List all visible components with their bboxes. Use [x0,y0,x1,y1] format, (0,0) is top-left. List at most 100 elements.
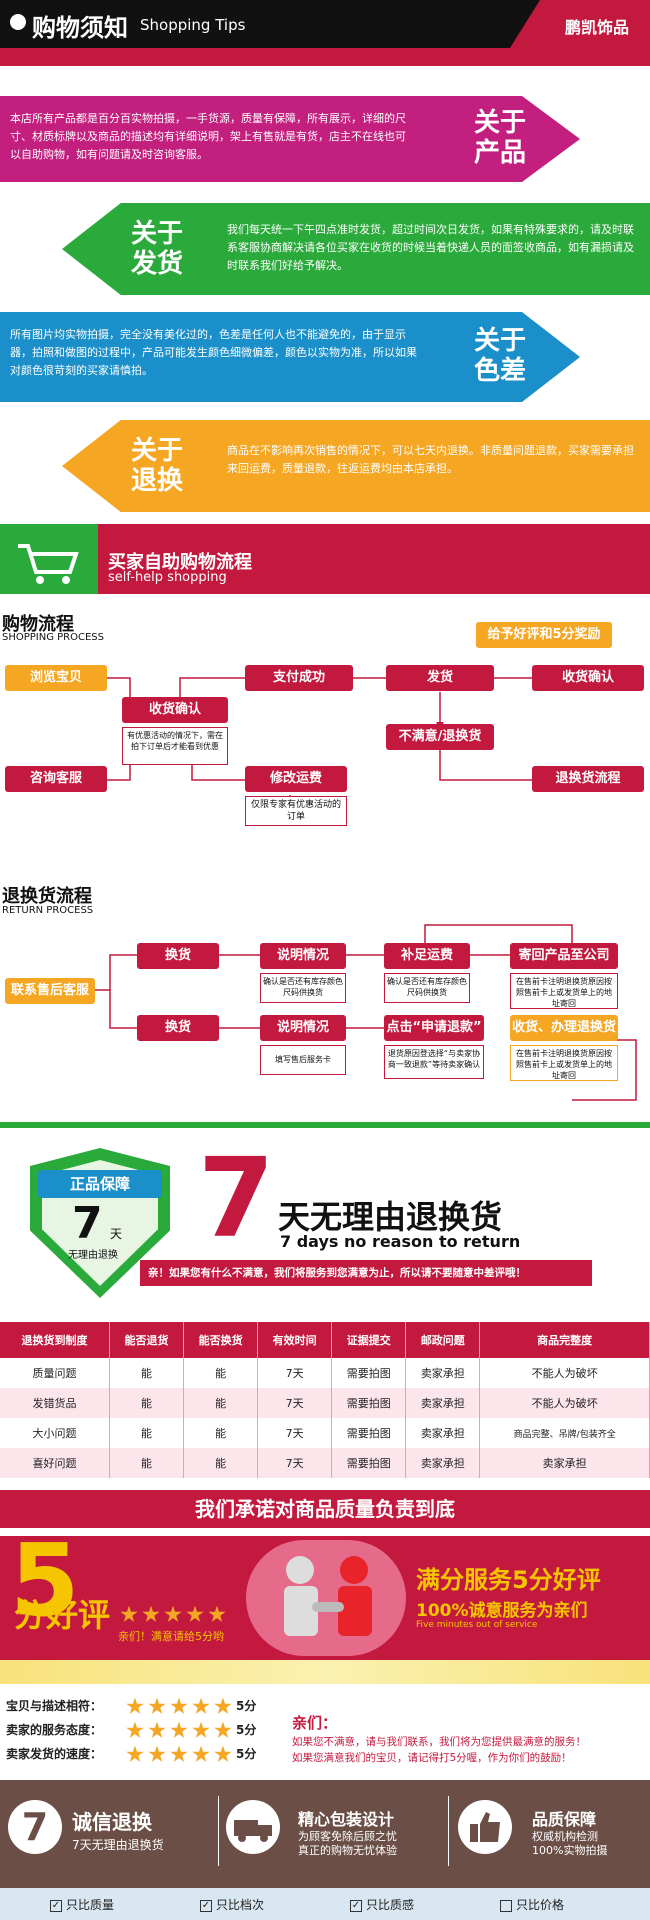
brand-name: 鹏凯饰品 [565,18,630,37]
table-cell: 不能人为破坏 [479,1388,650,1418]
rating-big-five: 5 [10,1522,80,1639]
star-icon [192,1745,210,1762]
score-row: 宝贝与描述相符：5分 [6,1694,286,1718]
reward-badge: 给予好评和5分奖励 [476,622,612,648]
star-icon [214,1697,232,1714]
shield-number: 7 [72,1198,103,1249]
table-cell: 能 [109,1448,185,1478]
footer-bar [0,1780,650,1888]
shield-label: 正品保障 [38,1170,162,1198]
selfhelp-header [0,524,650,594]
flow-return-link: 退换货流程 [532,766,644,792]
table-cell: 7天 [257,1418,333,1448]
promise-banner: 我们承诺对商品质量负责到底 [0,1490,650,1528]
green-divider [0,1122,650,1128]
flow-contact-service: 联系售后客服 [5,978,95,1004]
flow-send-back: 寄回产品至公司 [510,943,618,969]
yellow-stripe [0,1660,650,1684]
table-cell: 卖家承担 [405,1448,481,1478]
guarantee-title-en: 7 days no reason to return [280,1232,521,1251]
footer-item-3-sub: 权威机构检测 100%实物拍摄 [532,1830,608,1857]
table-header-cell: 商品完整度 [479,1322,650,1358]
score-label: 卖家发货的速度： [6,1747,103,1761]
flow-apply-note: 退货原因登选择“与卖家协商一致退款”等待卖家确认 [384,1045,484,1079]
return-process-title: 退换货流程 [2,886,92,907]
table-cell: 卖家承担 [405,1418,481,1448]
star-icon [170,1721,188,1738]
table-cell: 卖家承担 [405,1358,481,1388]
table-cell: 7天 [257,1358,333,1388]
table-cell: 喜好问题 [0,1448,110,1478]
star-icon [120,1605,138,1622]
table-cell: 发错货品 [0,1388,110,1418]
flow-confirm-receipt: 收货确认 [122,697,228,723]
table-cell: 7天 [257,1448,333,1478]
table-cell: 卖家承担 [405,1388,481,1418]
rating-subtitle: 100%诚意服务为亲们 [416,1601,588,1621]
flow-pay-success: 支付成功 [245,665,353,691]
star-icon [214,1745,232,1762]
table-cell: 卖家承担 [479,1448,650,1478]
banner-color: 所有图片均实物拍摄，完全没有美化过的，色差是任何人也不能避免的，由于显示器，拍照… [0,312,580,402]
table-cell: 能 [183,1448,259,1478]
header-title-en: Shopping Tips [140,16,246,34]
footer-divider-2 [448,1796,449,1866]
flow-modify-fee: 修改运费 [245,766,347,792]
table-cell: 能 [183,1388,259,1418]
handshake-icon [284,1556,372,1636]
rating-small-text: 亲们！满意请给5分哟 [118,1630,224,1643]
shield-sub: 无理由退换 [68,1250,118,1261]
flow-consult: 咨询客服 [5,766,107,792]
flow-explain-1: 说明情况 [260,943,346,969]
table-cell: 能 [183,1418,259,1448]
table-cell: 不能人为破坏 [479,1358,650,1388]
flow-send-back-note: 在售前卡注明退换货原因按照售前卡上或发货单上的地址寄回 [510,973,618,1009]
selfhelp-title-en: self-help shopping [108,570,227,585]
footer-item-3-title: 品质保障 [532,1810,597,1829]
table-cell: 大小问题 [0,1418,110,1448]
table-cell: 需要拍图 [331,1388,407,1418]
checkbox-checked-icon: ✓ [350,1899,362,1912]
flow-ship: 发货 [386,665,494,691]
flow-receive-handle: 收货、办理退换货 [510,1015,618,1041]
footer-item-1-sub: 7天无理由退换货 [72,1838,164,1852]
cart-icon [18,544,79,584]
checkbox-empty-icon [500,1899,512,1912]
table-cell: 需要拍图 [331,1448,407,1478]
flow-supplement-fee: 补足运费 [384,943,470,969]
dear-line-1: 如果您不满意，请与我们联系，我们将为您提供最满意的服务！ [292,1736,586,1748]
banner-ship-text: 我们每天统一下午四点准时发货，超过时间次日发货，如果有特殊要求的，请及时联系客服… [227,223,634,272]
handshake-bg [246,1540,406,1656]
rating-subtitle-en: Five minutes out of service [416,1620,538,1630]
flow-confirm-final: 收货确认 [532,665,644,691]
star-icon [142,1605,160,1622]
flow-confirm-note: 有优惠活动的情况下，需在拍下订单后才能看到优惠 [122,727,228,765]
banner-ship: 关于 发货 我们每天统一下午四点准时发货，超过时间次日发货，如果有特殊要求的，请… [62,203,650,295]
banner-return: 关于 退换 商品在不影响再次销售的情况下，可以七天内退换。非质量问题退款，买家需… [62,420,650,512]
footer-divider-1 [218,1796,219,1866]
table-cell: 能 [109,1388,185,1418]
table-cell: 需要拍图 [331,1358,407,1388]
table-header-cell: 能否退货 [109,1322,185,1358]
table-header-cell: 有效时间 [257,1322,333,1358]
table-header-cell: 能否换货 [183,1322,259,1358]
flow-apply-refund: 点击“申请退款” [384,1015,484,1041]
score-label: 宝贝与描述相符： [6,1699,103,1713]
star-icon [170,1745,188,1762]
table-header-row: 退换货到制度能否退货能否换货有效时间证据提交邮政问题商品完整度 [0,1322,650,1358]
checkbox-checked-icon: ✓ [50,1899,62,1912]
flow-unsatisfied: 不满意/退换货 [386,724,494,750]
score-list: 宝贝与描述相符：5分卖家的服务态度：5分卖家发货的速度：5分 [6,1694,286,1766]
flow-receive-note: 在售前卡注明退换货原因按照售前卡上或发货单上的地址寄回 [510,1045,618,1081]
shield-day: 天 [110,1227,123,1241]
star-icon [208,1605,226,1622]
star-icon [148,1721,166,1738]
check-item: ✓只比档次 [200,1896,350,1913]
table-cell: 7天 [257,1388,333,1418]
dear-line-2: 如果您满意我们的宝贝，请记得打5分喔，作为你们的鼓励！ [292,1752,572,1764]
star-icon [148,1745,166,1762]
table-cell: 能 [109,1418,185,1448]
checkbox-checked-icon: ✓ [200,1899,212,1912]
